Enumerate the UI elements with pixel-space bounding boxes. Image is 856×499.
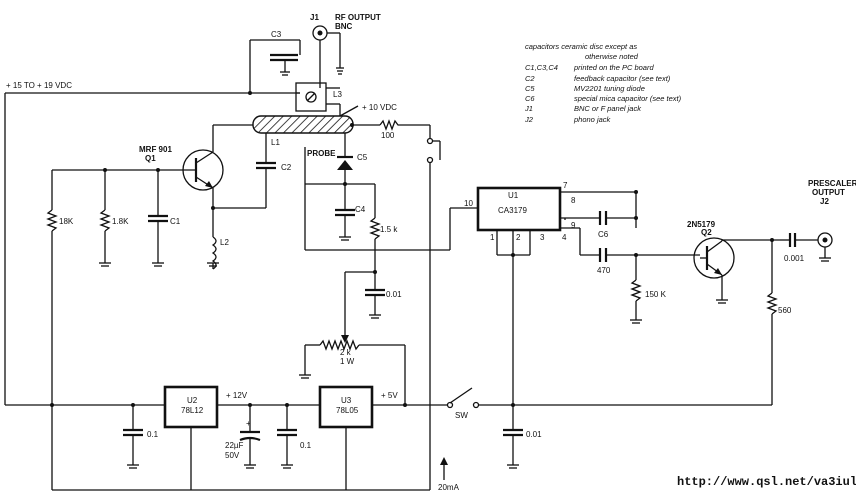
pin1-label: 1: [490, 233, 495, 242]
q1-transistor: [158, 125, 224, 237]
r560-label: 560: [778, 306, 792, 315]
note-key-3: C2: [525, 74, 535, 83]
pin4-label: 4: [562, 233, 567, 242]
c6-label: C6: [598, 230, 609, 239]
c2-label: C2: [281, 163, 292, 172]
coupling-network: [598, 190, 700, 324]
u3-label: U3: [341, 396, 352, 405]
u1-type-label: CA3179: [498, 206, 527, 215]
c001b-label: 0.01: [526, 430, 542, 439]
u1-prescaler-ic: [449, 186, 636, 405]
u2-label: U2: [187, 396, 198, 405]
q2-transistor: [693, 237, 780, 304]
u2-type-label: 78L12: [181, 406, 204, 415]
q1-label: Q1: [145, 154, 156, 163]
c01b-label: 0.1: [300, 441, 312, 450]
u3-type-label: 78L05: [336, 406, 359, 415]
j2-label: J2: [820, 197, 829, 206]
labels: + 15 TO + 19 VDC J1 RF OUTPUT BNC C3 L3 …: [6, 13, 856, 492]
q2-label: Q2: [701, 228, 712, 237]
l3-label: L3: [333, 90, 342, 99]
note-key-2: C1,C3,C4: [525, 63, 558, 72]
power-switch[interactable]: [446, 387, 773, 469]
r1-5k-label: 1.5 k: [380, 225, 398, 234]
bottom-capacitors: [123, 405, 297, 469]
base-bias: [46, 168, 168, 407]
supply-rail: [4, 91, 300, 407]
note-key-7: J2: [524, 115, 534, 124]
r100-probe: [379, 119, 441, 490]
c3-label: C3: [271, 30, 282, 39]
voltage-regulators: [51, 385, 448, 491]
l1-label: L1: [271, 138, 280, 147]
note-desc-5: special mica capacitor (see text): [574, 94, 682, 103]
c1-label: C1: [170, 217, 181, 226]
c01a-label: 0.1: [147, 430, 159, 439]
probe-label: PROBE: [307, 149, 336, 158]
c22-label: 22µF: [225, 441, 244, 450]
c22v-label: 50V: [225, 451, 240, 460]
note-key-6: J1: [524, 104, 533, 113]
note-key-5: C6: [525, 94, 535, 103]
rf-output-section: [249, 25, 344, 116]
notes-block: capacitors ceramic disc except as otherw…: [524, 42, 682, 124]
note-desc-2: printed on the PC board: [573, 63, 654, 72]
v12-label: + 12V: [226, 391, 248, 400]
supply-label: + 15 TO + 19 VDC: [6, 81, 72, 90]
stripline-resonator: [213, 105, 380, 134]
j1-label: J1: [310, 13, 319, 22]
prescaler-output-section: [766, 232, 833, 405]
c2-capacitor: [211, 133, 276, 210]
plus10-label: + 10 VDC: [362, 103, 397, 112]
note-desc-7: phono jack: [573, 115, 612, 124]
note-desc-6: BNC or F panel jack: [574, 104, 642, 113]
footer-url[interactable]: http://www.qsl.net/va3iul: [677, 475, 856, 489]
pot-watt-label: 1 W: [340, 357, 355, 366]
sw-label: SW: [455, 411, 468, 420]
q2-type-label: 2N5179: [687, 220, 716, 229]
note-key-4: C5: [525, 84, 535, 93]
note-desc-4: MV2201 tuning diode: [574, 84, 645, 93]
plus-sign: +: [246, 419, 251, 428]
c0001-label: 0.001: [784, 254, 805, 263]
pot-value-label: 2 k: [340, 348, 352, 357]
bnc-label: BNC: [335, 22, 353, 31]
c001a-label: 0.01: [386, 290, 402, 299]
r1-8k-label: 1.8K: [112, 217, 129, 226]
note-key-0: capacitors ceramic disc except as: [525, 42, 637, 51]
r18k-label: 18K: [59, 217, 74, 226]
pin8-label: 8: [571, 196, 576, 205]
pin7-label: 7: [563, 181, 568, 190]
q1-type-label: MRF 901: [139, 145, 172, 154]
potentiometer: [299, 272, 406, 405]
note-desc-1: otherwise noted: [585, 52, 639, 61]
c470-label: 470: [597, 266, 611, 275]
note-desc-3: feedback capacitor (see text): [574, 74, 671, 83]
prescaler-label: PRESCALER: [808, 179, 856, 188]
tuning-network: [304, 133, 450, 319]
l2-label: L2: [220, 238, 229, 247]
l2-coil: [207, 236, 219, 270]
c5-label: C5: [357, 153, 368, 162]
current-label: 20mA: [438, 483, 460, 492]
v5-label: + 5V: [381, 391, 398, 400]
rf-output-label: RF OUTPUT: [335, 13, 381, 22]
c4-label: C4: [355, 205, 366, 214]
current-arrow: [440, 457, 448, 480]
pin9-label: 9: [571, 221, 576, 230]
output-label: OUTPUT: [812, 188, 845, 197]
pin2-label: 2: [516, 233, 521, 242]
u1-label: U1: [508, 191, 519, 200]
r100-label: 100: [381, 131, 395, 140]
pin3-label: 3: [540, 233, 545, 242]
r150k-label: 150 K: [645, 290, 667, 299]
pin10-label: 10: [464, 199, 473, 208]
